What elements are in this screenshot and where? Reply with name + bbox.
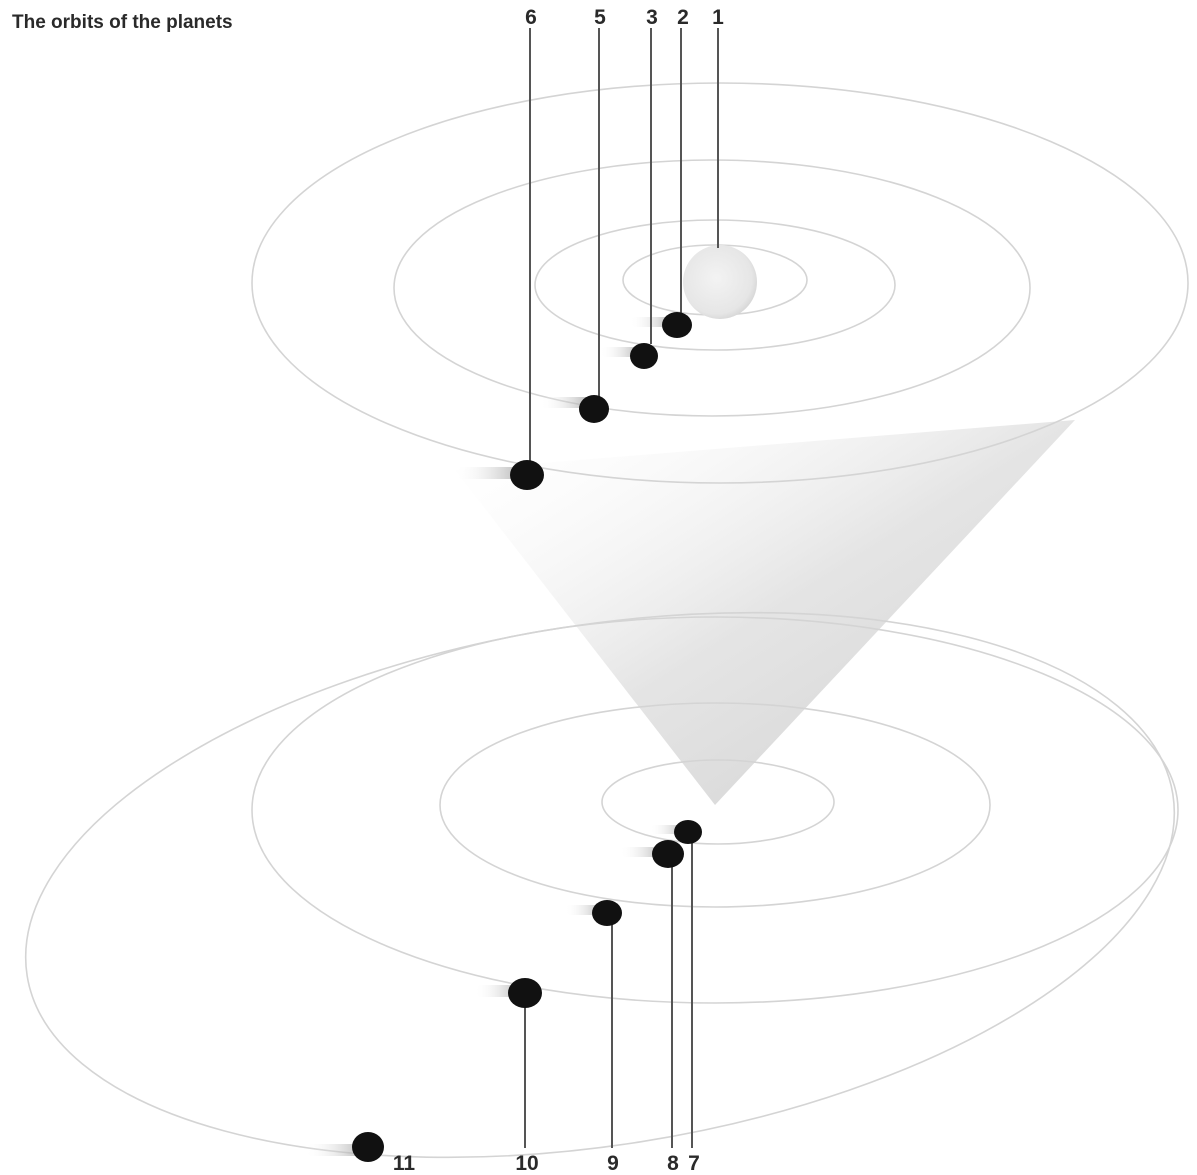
diagram-title: The orbits of the planets <box>12 12 233 33</box>
lower-orbit-system <box>24 611 1179 1159</box>
label-p7: 7 <box>688 1152 700 1175</box>
planet-9 <box>592 900 622 926</box>
planet-trails <box>305 317 686 1156</box>
label-p10: 10 <box>515 1152 538 1175</box>
leader-lines <box>524 28 719 1148</box>
label-p2: 2 <box>677 6 689 29</box>
trail-p11 <box>305 1144 367 1156</box>
label-p11: 11 <box>393 1152 416 1175</box>
upper-orbit-2 <box>534 219 896 351</box>
label-p8: 8 <box>667 1152 679 1175</box>
planet-8 <box>652 840 684 868</box>
upper-orbit-4 <box>251 82 1189 484</box>
planet-11 <box>352 1132 384 1162</box>
planet-3 <box>630 343 658 369</box>
trail-p6 <box>455 467 525 479</box>
label-p6: 6 <box>525 6 537 29</box>
lower-orbit-3 <box>251 616 1179 1004</box>
planet-5 <box>579 395 609 423</box>
label-p3: 3 <box>646 6 658 29</box>
planet-6 <box>510 460 544 490</box>
sun <box>683 245 757 319</box>
planet-7 <box>674 820 702 844</box>
label-sun: 1 <box>712 6 724 29</box>
lower-orbit-4 <box>24 611 1176 1159</box>
trail-p5 <box>540 397 592 408</box>
planet-2 <box>662 312 692 338</box>
lower-orbit-1 <box>601 759 835 845</box>
label-p9: 9 <box>607 1152 619 1175</box>
planets <box>352 312 702 1162</box>
planet-10 <box>508 978 542 1008</box>
label-p5: 5 <box>594 6 606 29</box>
upper-orbit-3 <box>393 159 1031 417</box>
number-labels: 1 2 3 5 6 7 8 9 10 11 <box>393 6 724 1175</box>
lower-orbit-2 <box>439 702 991 908</box>
